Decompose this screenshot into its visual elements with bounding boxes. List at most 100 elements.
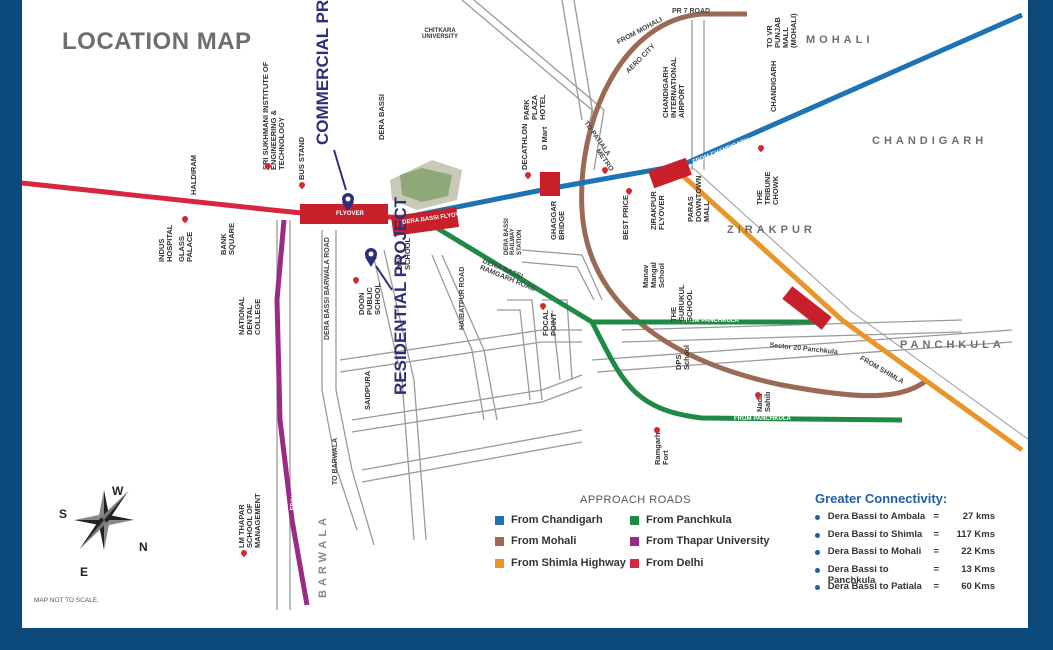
legend-title: APPROACH ROADS	[580, 494, 691, 506]
legend-label: From Mohali	[511, 535, 577, 547]
place-national-dental: NATIONAL DENTAL COLLEGE	[237, 296, 262, 335]
compass-n: N	[139, 540, 148, 554]
ghaggar-block	[540, 172, 560, 196]
connectivity-row: Dera Bassi to Mohali=22 Kms	[815, 546, 995, 557]
area-zirakpur: ZIRAKPUR	[727, 224, 816, 236]
place-chitkara: CHITKARA UNIVERSITY	[421, 28, 458, 41]
road-from-mohali	[579, 11, 929, 399]
place-decathlon: DECATHLON	[520, 123, 529, 170]
shimla-flyover-block	[782, 286, 832, 330]
scale-note: MAP NOT TO SCALE.	[34, 597, 99, 604]
area-chandigarh: CHANDIGARH	[872, 135, 988, 147]
compass-s: S	[59, 507, 68, 521]
bullet-icon	[815, 550, 820, 555]
distance: 60 Kms	[961, 581, 995, 592]
connectivity-title: Greater Connectivity:	[815, 491, 948, 506]
commercial-project-label: COMMERCIAL PROJECT	[313, 0, 332, 145]
bullet-icon	[815, 515, 820, 520]
distance: 117 Kms	[956, 529, 995, 540]
road-label-from-panchkula-2: FROM PANCHKULA	[734, 416, 791, 422]
connectivity-row: Dera Bassi to Panchkula=13 Kms	[815, 564, 995, 586]
distance: 27 kms	[962, 511, 995, 522]
compass-w: W	[112, 484, 124, 498]
place-haldiram: HALDIRAM	[189, 155, 198, 195]
legend-swatch	[495, 536, 504, 546]
legend-swatch	[495, 515, 504, 525]
place-tribune: THE TRIBUNE CHOWK	[755, 171, 780, 205]
road-network	[22, 0, 1028, 610]
distance: 13 Kms	[961, 564, 995, 575]
connectivity-row: Dera Bassi to Ambala=27 kms	[815, 511, 995, 522]
place-chandigarh: CHANDIGARH	[769, 60, 778, 112]
legend-label: From Shimla Highway	[511, 557, 626, 569]
legend-item: From Thapar University	[630, 535, 769, 547]
connectivity-row: Dera Bassi to Patiala=60 Kms	[815, 581, 995, 592]
road-from-shimla	[680, 173, 1024, 453]
legend-label: From Chandigarh	[511, 514, 603, 526]
road-label-pr7: PR 7 ROAD	[672, 8, 711, 15]
legend-item: From Mohali	[495, 535, 576, 547]
legend-item: From Delhi	[630, 557, 703, 569]
place-doon: DOON PUBLIC SCHOOL	[357, 282, 382, 315]
connectivity-row: Dera Bassi to Shimla=117 Kms	[815, 529, 995, 540]
area-barwala: BARWALA	[317, 513, 329, 598]
road-label-haibatpur: HAIBATPUR ROAD	[459, 266, 466, 330]
place-focal: FOCAL POINT	[541, 310, 558, 336]
road-label-dera-bassi-barwala: DERA BASSI BARWALA ROAD	[324, 237, 331, 340]
location-map: LOCATION MAP MOHALI CHANDIGARH ZIRAKPUR …	[22, 0, 1028, 628]
dera-bassi-flyover-block	[390, 207, 460, 237]
place-dmart: D Mart	[540, 126, 549, 150]
compass-e: E	[80, 565, 89, 579]
place-railway: DERA BASSI RAILWAY STATION	[504, 218, 523, 255]
bullet-icon	[815, 533, 820, 538]
residential-arrow	[375, 265, 393, 291]
local-roads	[276, 0, 1013, 610]
legend-swatch	[495, 558, 504, 568]
place-bank-square: BANK SQUARE	[219, 222, 236, 255]
map-title: LOCATION MAP	[62, 28, 252, 55]
legend-swatch	[630, 558, 639, 568]
legend-label: From Delhi	[646, 557, 704, 569]
place-glass-palace: GLASS PALACE	[177, 231, 194, 262]
legend-label: From Thapar University	[646, 535, 770, 547]
road-label-from-panchkula-1: FROM PANCHKULA	[682, 318, 739, 324]
legend-swatch	[630, 515, 639, 525]
place-lm-thapar: LM THAPAR SCHOOL OF MANAGEMENT	[237, 493, 262, 548]
road-from-thapar	[274, 219, 310, 606]
place-dps: DPS School	[674, 344, 691, 370]
route: Dera Bassi to Ambala	[827, 511, 926, 522]
zirakpur-flyover-block	[648, 157, 692, 189]
place-sri-sukhmani: SRI SUKHMANI INSTITUTE OF ENGINEERING & …	[261, 61, 286, 170]
project-site	[390, 160, 462, 210]
place-best-price: BEST PRICE	[621, 194, 630, 240]
place-ghaggar: GHAGGAR BRIDGE	[549, 200, 566, 240]
route: Dera Bassi to Shimla	[827, 529, 923, 540]
commercial-arrow	[333, 149, 347, 191]
project-pins	[342, 193, 377, 267]
flyover-block	[300, 204, 388, 224]
compass-rose-icon	[74, 490, 134, 550]
legend-item: From Panchkula	[630, 514, 732, 526]
legend-label: From Panchkula	[646, 514, 732, 526]
distance: 22 Kms	[961, 546, 995, 557]
road-label-flyover: FLYOVER	[336, 211, 364, 217]
road-label-to-barwala: TO BARWALA	[332, 437, 339, 485]
route: Dera Bassi to Mohali	[827, 546, 922, 557]
place-gurukul: THE GURUKUL SCHOOL	[669, 284, 694, 322]
area-panchkula: PANCHKULA	[900, 339, 1005, 351]
place-park-plaza: PARK PLAZA HOTEL	[522, 94, 547, 120]
place-saidpura: SAIDPURA	[363, 370, 372, 410]
place-dera-bassi: DERA BASSI	[377, 94, 386, 140]
place-bus-stand: BUS STAND	[297, 136, 306, 180]
place-ramgarh: Ramgarh Fort	[653, 432, 670, 465]
residential-project-label: RESIDENTIAL PROJECT	[391, 196, 410, 395]
route: Dera Bassi to Panchkula	[827, 564, 889, 586]
area-mohali: MOHALI	[806, 34, 874, 46]
legend-swatch	[630, 536, 639, 546]
place-airport: CHANDIGARH INTERNATIONAL AIRPORT	[661, 57, 686, 118]
bullet-icon	[815, 585, 820, 590]
road-from-panchkula	[430, 222, 903, 423]
place-vr-punjab: TO VR PUNJAB MALL (MOHALI)	[765, 13, 798, 48]
bullet-icon	[815, 568, 820, 573]
